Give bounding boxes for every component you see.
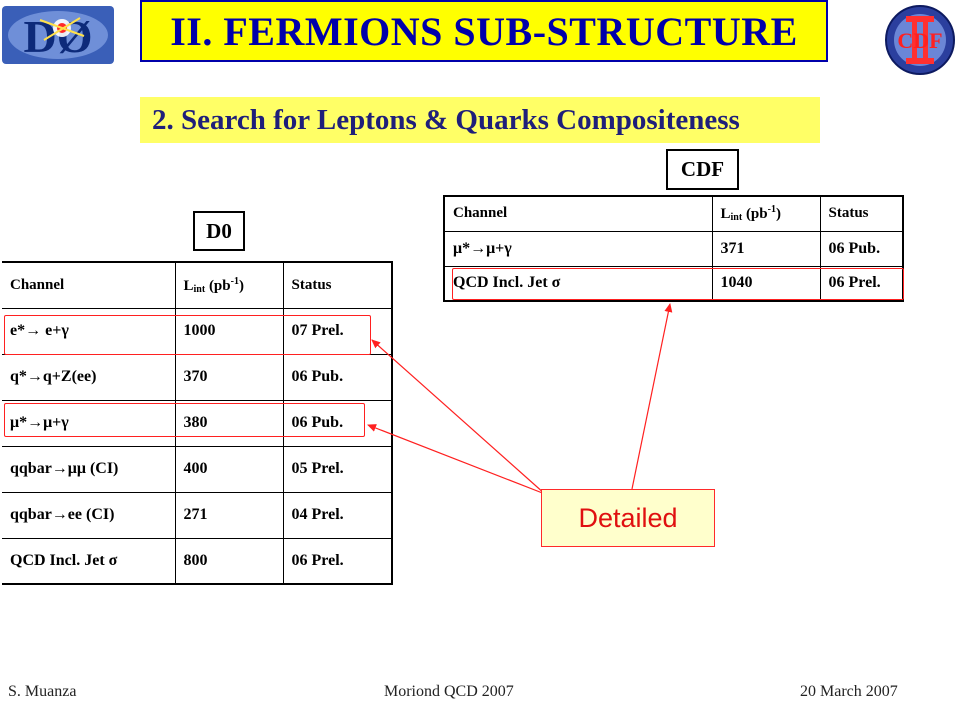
cell-status: 06 Pub. (282, 353, 393, 401)
cell-channel: μ*→μ+γ (443, 230, 713, 267)
cell-lint: 370 (174, 353, 284, 401)
footer-author: S. Muanza (8, 683, 77, 700)
subtitle-banner: 2. Search for Leptons & Quarks Composite… (140, 97, 820, 143)
table-row: qqbar→μμ (CI) 400 05 Prel. (2, 445, 393, 493)
table-row: QCD Incl. Jet σ 800 06 Prel. (2, 537, 393, 585)
cdf-logo-icon: CDF (885, 5, 955, 75)
table-row: μ*→μ+γ 371 06 Pub. (443, 230, 904, 267)
footer-conference: Moriond QCD 2007 (384, 683, 514, 700)
d0-label: D0 (193, 211, 245, 251)
cell-channel: qqbar→μμ (CI) (2, 445, 176, 493)
arrow-to-d0-estar (371, 339, 546, 495)
arrow-to-cdf-qcd (631, 303, 673, 490)
title-banner: II. FERMIONS SUB-STRUCTURE (140, 0, 828, 62)
header-status: Status (819, 195, 904, 232)
header-lint: Lint (pb-1) (174, 261, 284, 309)
header-lint: Lint (pb-1) (711, 195, 821, 232)
header-channel: Channel (443, 195, 713, 232)
cell-lint: 1040 (711, 265, 821, 302)
cell-channel: qqbar→ee (CI) (2, 491, 176, 539)
cdf-table: Channel Lint (pb-1) Status μ*→μ+γ 371 06… (443, 195, 904, 302)
cell-channel: QCD Incl. Jet σ (443, 265, 713, 302)
arrow-to-d0-mustar (367, 424, 546, 495)
d0-mustar-highlight (4, 403, 365, 437)
header-channel: Channel (2, 261, 176, 309)
page-title: II. FERMIONS SUB-STRUCTURE (170, 8, 798, 54)
table-row: qqbar→ee (CI) 271 04 Prel. (2, 491, 393, 539)
cell-status: 06 Prel. (282, 537, 393, 585)
cell-status: 06 Pub. (819, 230, 904, 267)
cell-lint: 800 (174, 537, 284, 585)
cell-channel: QCD Incl. Jet σ (2, 537, 176, 585)
table-row: q*→q+Z(ee) 370 06 Pub. (2, 353, 393, 401)
cdf-label: CDF (666, 149, 739, 190)
subtitle: 2. Search for Leptons & Quarks Composite… (152, 103, 740, 136)
table-row: QCD Incl. Jet σ 1040 06 Prel. (443, 265, 904, 302)
cell-status: 04 Prel. (282, 491, 393, 539)
d0-logo-icon: DØ (2, 6, 114, 64)
cell-status: 05 Prel. (282, 445, 393, 493)
cdf-qcd-highlight (452, 268, 904, 300)
table-header-row: Channel Lint (pb-1) Status (2, 261, 393, 309)
footer-date: 20 March 2007 (800, 683, 898, 700)
cell-channel: q*→q+Z(ee) (2, 353, 176, 401)
header-status: Status (282, 261, 393, 309)
cell-lint: 271 (174, 491, 284, 539)
detailed-label: Detailed (578, 502, 678, 533)
d0-logo-text: DØ (24, 11, 93, 62)
cell-lint: 371 (711, 230, 821, 267)
cdf-logo-text: CDF (897, 28, 942, 53)
cell-status: 06 Prel. (819, 265, 904, 302)
cell-lint: 400 (174, 445, 284, 493)
table-header-row: Channel Lint (pb-1) Status (443, 195, 904, 232)
detailed-callout: Detailed (541, 489, 715, 547)
d0-estar-highlight (4, 315, 371, 355)
d0-table: Channel Lint (pb-1) Status e*→ e+γ 1000 … (2, 261, 393, 585)
